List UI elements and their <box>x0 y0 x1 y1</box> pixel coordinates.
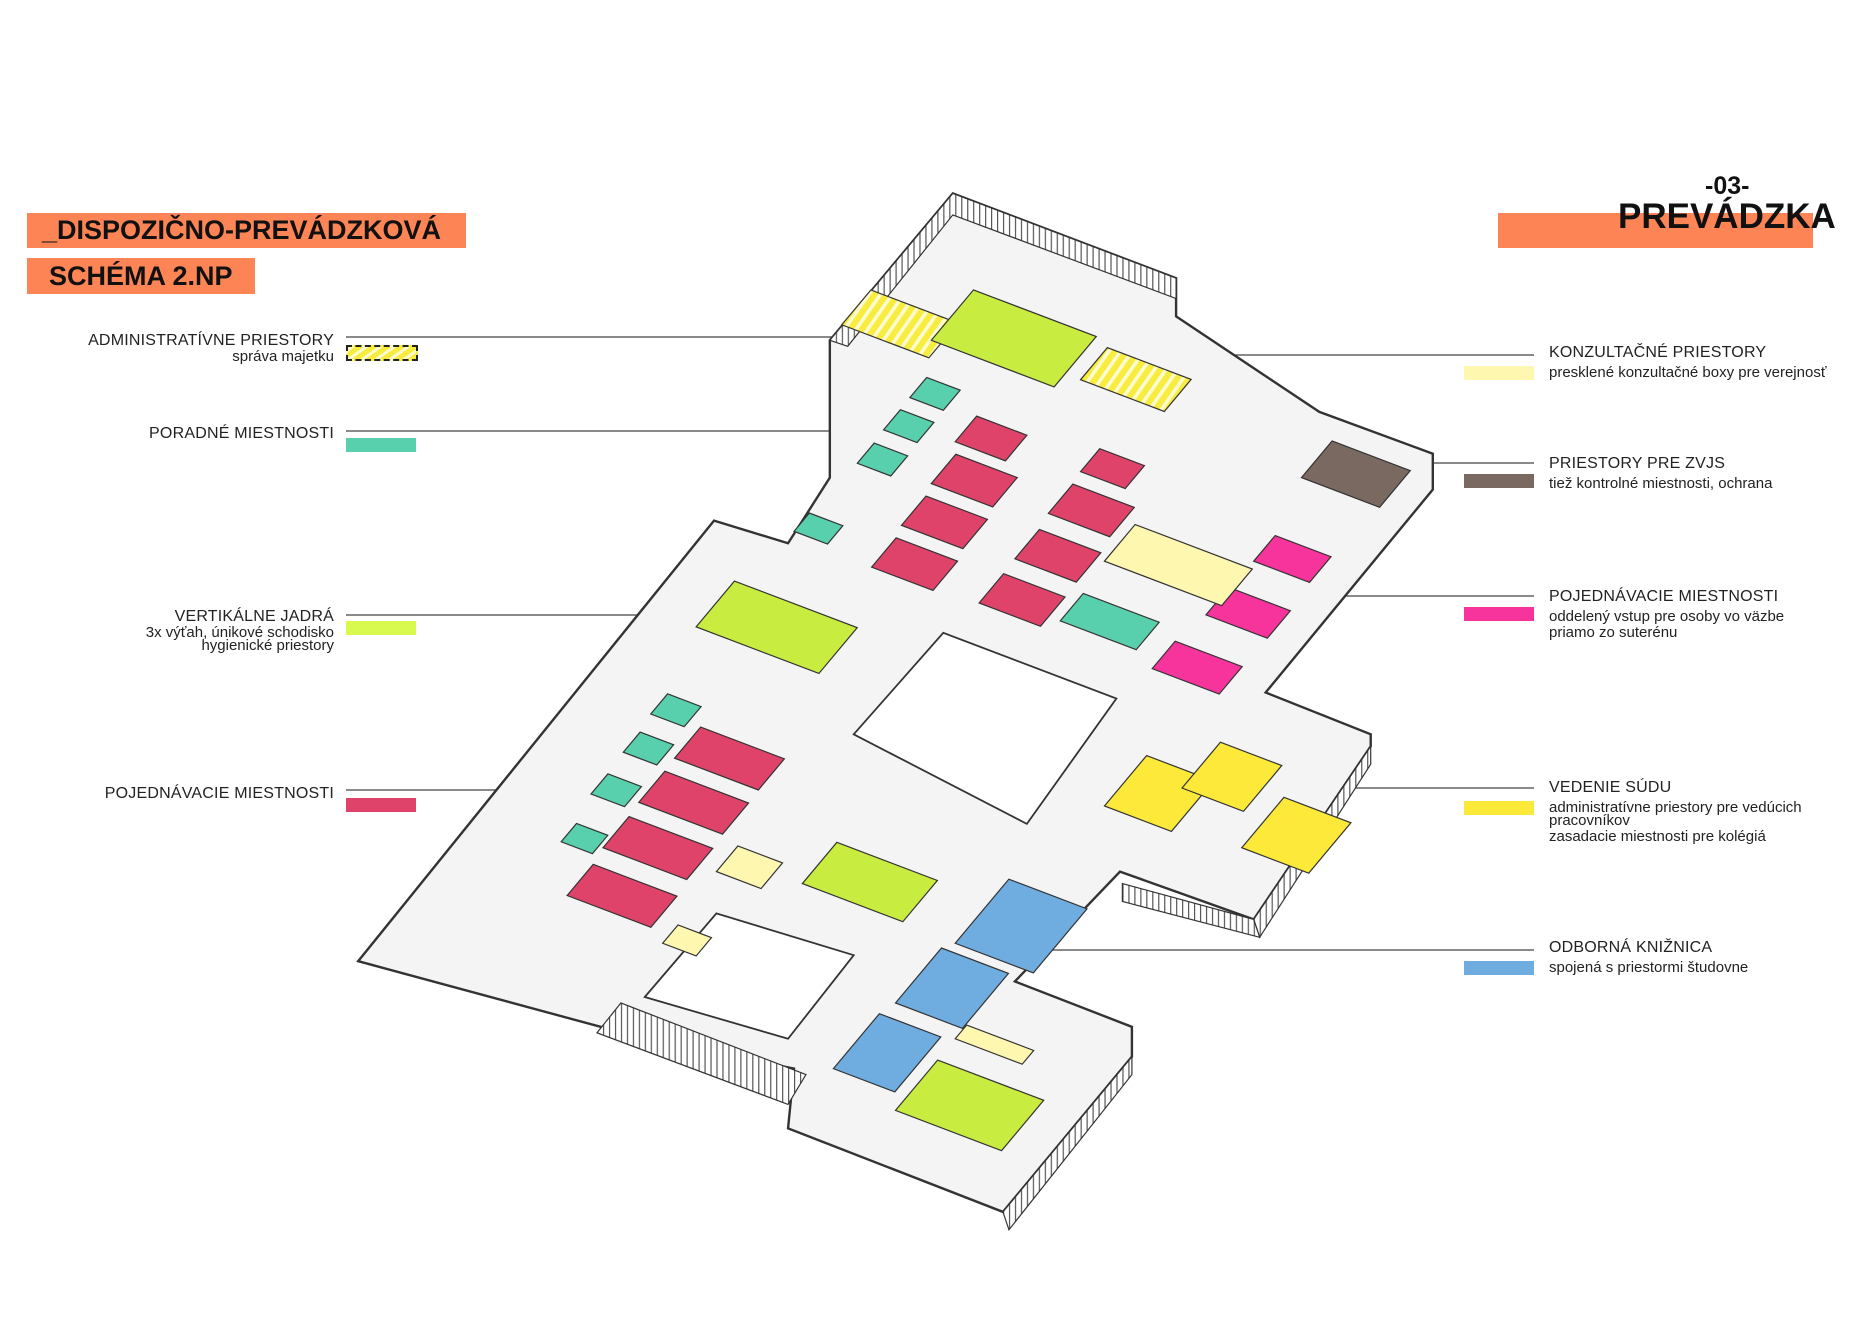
advisory-room <box>1059 592 1161 651</box>
management-room <box>1240 796 1352 874</box>
stairs <box>596 1002 807 1106</box>
legend-item-zvjs: PRIESTORY PRE ZVJS tiež kontrolné miestn… <box>1549 455 1772 492</box>
library-area <box>832 1012 942 1093</box>
legend-title: POJEDNÁVACIE MIESTNOSTI <box>1549 588 1779 605</box>
advisory-room <box>793 512 844 545</box>
swatch-pojednavacie-right <box>1464 607 1534 621</box>
legend-title: PRIESTORY PRE ZVJS <box>1549 455 1726 472</box>
facade-southeast <box>1002 1055 1133 1232</box>
legend-sub: administratívne priestory pre vedúcich <box>1549 799 1802 816</box>
swatch-zvjs <box>1464 474 1534 488</box>
swatch-vertikalne <box>346 621 416 635</box>
legend-title: ODBORNÁ KNIŽNICA <box>1549 939 1713 956</box>
section-bar <box>1498 213 1813 248</box>
title-line-2: SCHÉMA 2.NP <box>49 261 233 291</box>
advisory-room <box>590 773 643 808</box>
legend-sub: priamo zo suterénu <box>1549 624 1678 641</box>
courtroom <box>566 863 678 928</box>
courtroom <box>637 770 750 835</box>
legend-sub: 3x výťah, únikové schodisko <box>145 624 334 641</box>
courtyard <box>852 631 1118 826</box>
legend-item-kniznica: ODBORNÁ KNIŽNICA spojená s priestormi št… <box>1549 939 1748 976</box>
courtroom <box>601 815 714 881</box>
legend-item-konzultacne: KONZULTAČNÉ PRIESTORY presklené konzulta… <box>1549 344 1826 381</box>
legend-title: VEDENIE SÚDU <box>1549 779 1672 796</box>
legend-title: KONZULTAČNÉ PRIESTORY <box>1549 344 1767 361</box>
courtroom <box>930 453 1019 508</box>
title-line-1: _DISPOZIČNO-PREVÁDZKOVÁ <box>42 215 442 245</box>
swatch-admin <box>346 345 418 361</box>
legend-sub: pracovníkov <box>1549 812 1630 829</box>
advisory-room <box>882 408 935 444</box>
courtroom <box>1079 448 1146 490</box>
advisory-room <box>649 693 703 728</box>
legend-sub: zasadacie miestnosti pre kolégiá <box>1549 828 1766 845</box>
library-area <box>894 947 1010 1030</box>
courtroom <box>954 415 1028 462</box>
facade-north <box>828 192 1177 347</box>
courtroom-detention <box>1151 640 1244 695</box>
swatch-vedenie <box>1464 801 1534 815</box>
legend-item-pojednavacie-right: POJEDNÁVACIE MIESTNOSTI oddelený vstup p… <box>1549 588 1784 641</box>
advisory-room <box>622 731 675 766</box>
courtroom <box>1047 483 1136 538</box>
courtroom <box>673 726 786 791</box>
consultation-box <box>1103 523 1254 607</box>
courtroom <box>1013 528 1102 583</box>
legend-title: ADMINISTRATÍVNE PRIESTORY <box>88 332 334 349</box>
legend-item-admin: ADMINISTRATÍVNE PRIESTORY správa majetku <box>88 332 334 365</box>
legend-sub: hygienické priestory <box>201 637 334 654</box>
vertical-core <box>695 580 859 675</box>
swatch-pojednavacie-left <box>346 798 416 812</box>
vertical-core <box>894 1059 1045 1152</box>
legend-sub: tiež kontrolné miestnosti, ochrana <box>1549 475 1773 492</box>
consultation-box <box>661 924 713 957</box>
section-number: -03- <box>1705 172 1750 200</box>
admin-room <box>1079 346 1193 413</box>
courtroom-detention <box>1252 534 1332 584</box>
advisory-room <box>560 822 609 855</box>
section-title: PREVÁDZKA <box>1618 197 1836 236</box>
management-room <box>1181 741 1283 813</box>
legend-sub: presklené konzultačné boxy pre verejnosť <box>1549 364 1827 381</box>
advisory-room <box>856 442 909 477</box>
courtroom <box>870 537 959 592</box>
vertical-core <box>801 841 939 923</box>
title-bar-1 <box>27 213 466 248</box>
legend-item-poradne: PORADNÉ MIESTNOSTI <box>149 425 334 442</box>
legend-sub: správa majetku <box>232 348 334 365</box>
courtroom <box>900 495 989 550</box>
legend-sub: oddelený vstup pre osoby vo väzbe <box>1549 608 1785 625</box>
swatch-konzultacne <box>1464 366 1534 380</box>
advisory-room <box>908 376 962 412</box>
legend-item-vedenie: VEDENIE SÚDU administratívne priestory p… <box>1549 779 1802 845</box>
consultation-box <box>954 1024 1035 1065</box>
title-bar-2 <box>27 258 255 294</box>
legend-item-pojednavacie-left: POJEDNÁVACIE MIESTNOSTI <box>105 785 334 802</box>
zvjs-room <box>1300 440 1412 508</box>
legend-sub: spojená s priestormi študovne <box>1549 959 1749 976</box>
courtroom <box>978 572 1067 627</box>
legend-title: POJEDNÁVACIE MIESTNOSTI <box>104 785 334 802</box>
legend-title: VERTIKÁLNE JADRÁ <box>174 608 334 625</box>
swatch-kniznica <box>1464 961 1534 975</box>
consultation-box <box>715 845 784 890</box>
facade-south <box>1121 882 1261 939</box>
library-area <box>954 878 1089 974</box>
swatch-poradne <box>346 438 416 452</box>
legend-title: PORADNÉ MIESTNOSTI <box>149 425 334 442</box>
legend-item-vertikalne: VERTIKÁLNE JADRÁ 3x výťah, únikové schod… <box>146 608 334 654</box>
vertical-core <box>930 289 1098 388</box>
